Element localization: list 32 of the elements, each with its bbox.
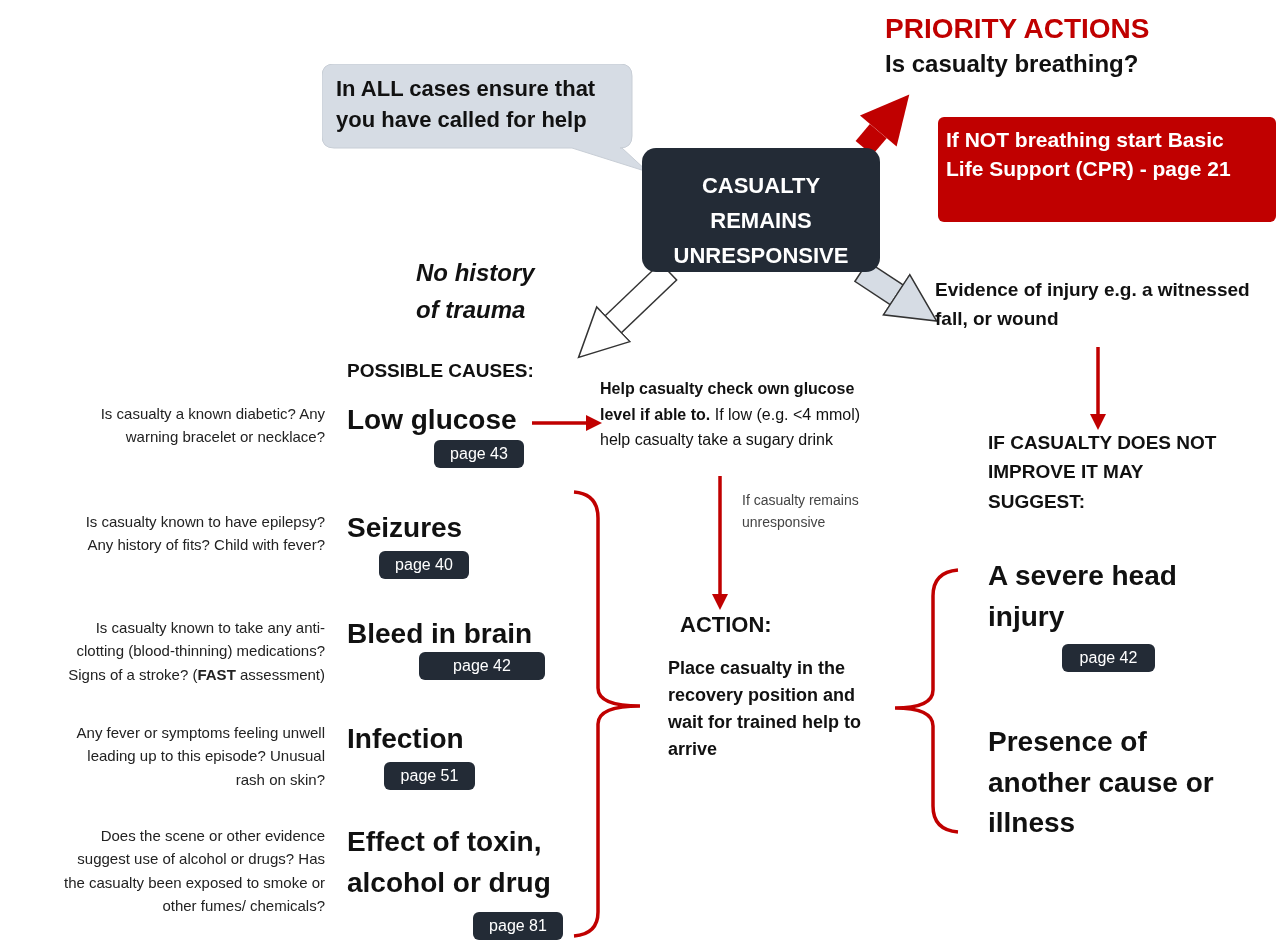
instruction-text: In ALL cases ensure that you have called for help <box>336 75 597 134</box>
page-badge: page 40 <box>379 551 469 579</box>
cause-label: Infection <box>347 722 465 756</box>
section-heading: POSSIBLE CAUSES: <box>347 359 535 383</box>
arrow <box>712 476 728 610</box>
page-badge: page 43 <box>434 440 524 468</box>
heading: PRIORITY ACTIONS <box>885 12 1151 46</box>
question-text: Is casualty known to take any anti-clotting (blood-thinning) medications? Signs of a stroke? (FAST assessment) <box>67 618 325 685</box>
section-heading: ACTION: <box>680 611 773 639</box>
cause-label: Effect of toxin, alcohol or drug <box>347 825 552 900</box>
section-heading: Evidence of injury e.g. a witnessed fall, or wound <box>935 278 1251 332</box>
status-box: CASUALTY REMAINS UNRESPONSIVE <box>642 148 880 272</box>
page-badge: page 42 <box>419 652 545 680</box>
alert-box: If NOT breathing start Basic Life Support (CPR) - page 21 <box>938 117 1276 222</box>
question-text: Does the scene or other evidence suggest use of alcohol or drugs? Has the casualty been exposed to smoke or other fumes/ chemicals? <box>63 826 325 916</box>
cause-label: A severe head injury <box>988 559 1178 634</box>
instruction-text: Place casualty in the recovery position and wait for trained help to arrive <box>668 657 862 761</box>
section-heading: IF CASUALTY DOES NOT IMPROVE IT MAY SUGGEST: <box>988 431 1218 514</box>
arrow <box>1090 347 1106 430</box>
cause-label: Presence of another cause or illness <box>988 725 1215 841</box>
cause-label: Low glucose <box>347 403 518 437</box>
page-badge: page 42 <box>1062 644 1155 672</box>
question-text: Is casualty known to have epilepsy? Any history of fits? Child with fever? <box>84 512 325 556</box>
instruction-text: Help casualty check own glucose level if able to. If low (e.g. <4 mmol) help casualty take a sugary drink <box>600 379 862 451</box>
page-badge: page 51 <box>384 762 475 790</box>
subheading: Is casualty breathing? <box>885 48 1140 79</box>
question-text: Is casualty a known diabetic? Any warning bracelet or necklace? <box>99 404 325 448</box>
cause-label: Seizures <box>347 511 464 545</box>
question-text: Any fever or symptoms feeling unwell leading up to this episode? Unusual rash on skin? <box>75 723 325 790</box>
arrow <box>532 415 602 431</box>
cause-label: Bleed in brain <box>347 617 534 651</box>
page-badge: page 81 <box>473 912 563 940</box>
